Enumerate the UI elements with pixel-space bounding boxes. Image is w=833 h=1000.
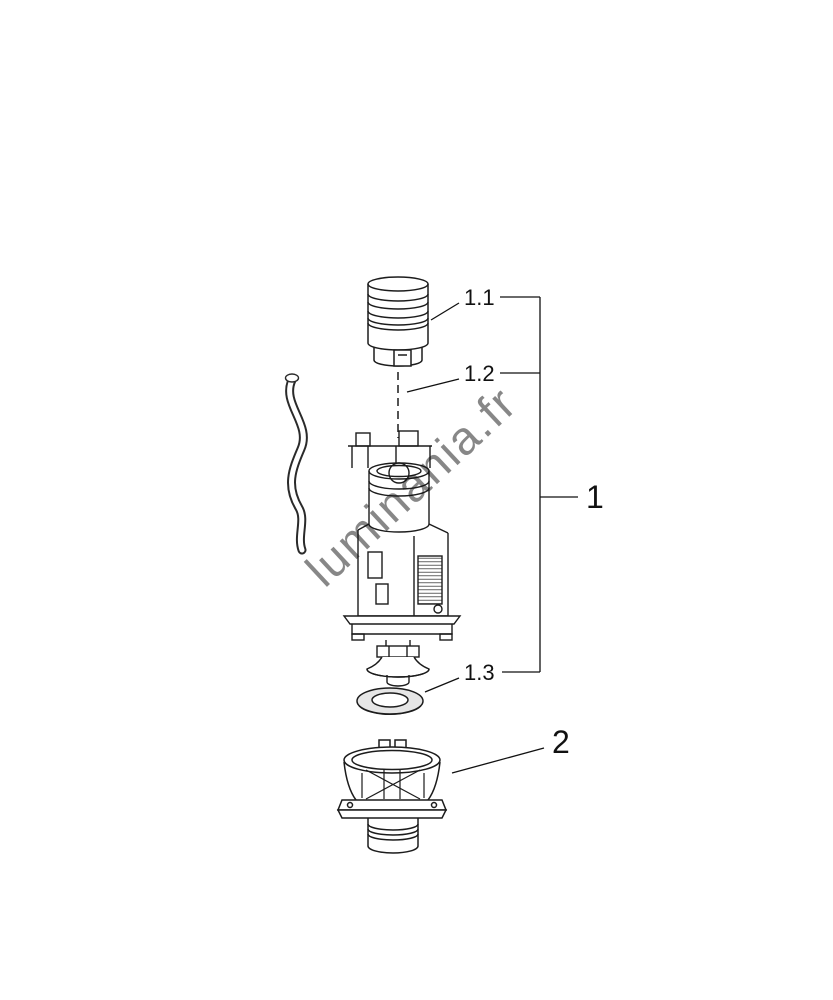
callout-label-1-3: 1.3 — [464, 660, 495, 685]
callout-label-2: 2 — [552, 724, 570, 760]
valve-seat-part — [336, 739, 448, 854]
gasket-ring — [356, 687, 424, 716]
callout-label-1: 1 — [586, 479, 604, 515]
callout-lines — [406, 296, 578, 774]
callout-label-1-2: 1.2 — [464, 361, 495, 386]
cartridge-part — [367, 276, 429, 367]
callout-label-1-1: 1.1 — [464, 285, 495, 310]
flexible-hose — [284, 373, 308, 555]
valve-body — [342, 430, 462, 687]
watermark: luminania.fr — [295, 375, 526, 596]
